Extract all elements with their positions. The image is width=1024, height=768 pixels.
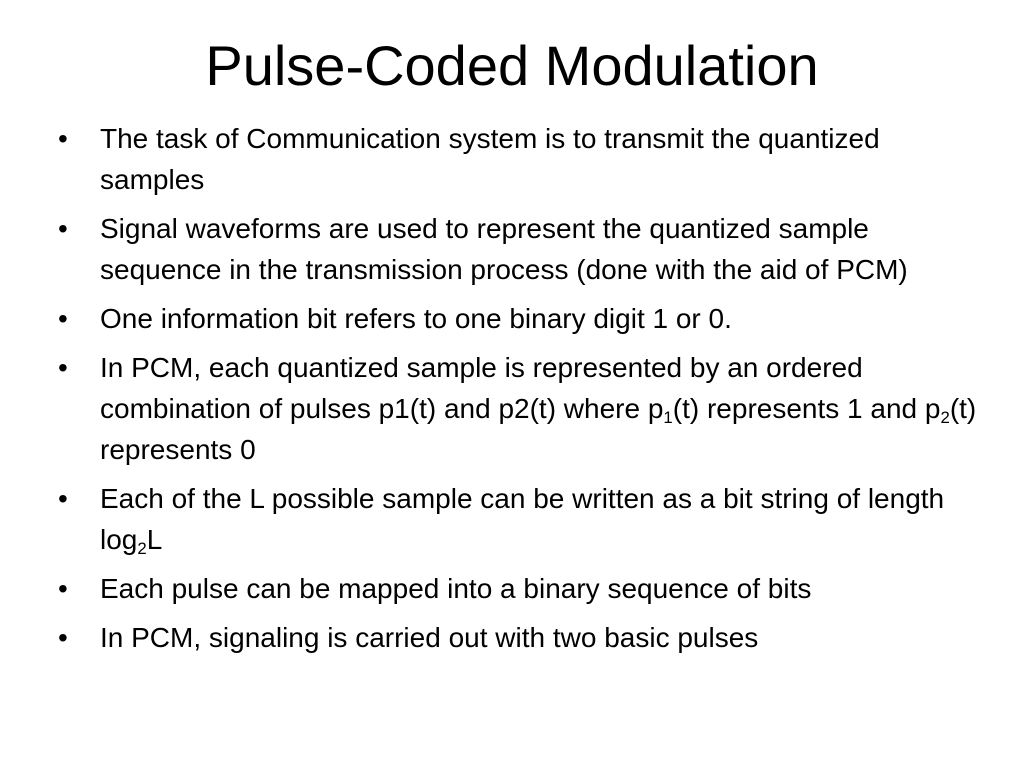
bullet-text: The task of Communication system is to t… xyxy=(100,123,880,195)
bullet-list: • The task of Communication system is to… xyxy=(58,118,978,666)
bullet-text: Signal waveforms are used to represent t… xyxy=(100,213,908,285)
slide-title: Pulse-Coded Modulation xyxy=(205,34,819,97)
bullet-text: In PCM, each quantized sample is represe… xyxy=(100,352,976,465)
bullet-item: • Signal waveforms are used to represent… xyxy=(58,208,978,290)
bullet-marker: • xyxy=(58,123,68,154)
bullet-item: • Each pulse can be mapped into a binary… xyxy=(58,568,978,609)
bullet-text-part: L xyxy=(146,524,163,555)
bullet-marker: • xyxy=(58,622,68,653)
bullet-item: • In PCM, signaling is carried out with … xyxy=(58,617,978,658)
bullet-text-part: In PCM, each quantized sample is represe… xyxy=(100,352,863,424)
bullet-item: • The task of Communication system is to… xyxy=(58,118,978,200)
bullet-marker: • xyxy=(58,213,68,244)
bullet-text: In PCM, signaling is carried out with tw… xyxy=(100,622,759,653)
bullet-item: • Each of the L possible sample can be w… xyxy=(58,478,978,560)
bullet-marker: • xyxy=(58,573,68,604)
bullet-text: Each pulse can be mapped into a binary s… xyxy=(100,573,812,604)
bullet-marker: • xyxy=(58,483,68,514)
bullet-text-part: (t) represents 1 and p xyxy=(672,393,941,424)
bullet-marker: • xyxy=(58,352,68,383)
bullet-item: • One information bit refers to one bina… xyxy=(58,298,978,339)
bullet-text: Each of the L possible sample can be wri… xyxy=(100,483,945,559)
subscript: 2 xyxy=(137,539,147,559)
bullet-marker: • xyxy=(58,303,68,334)
bullet-text-part: (t) represents 0 xyxy=(100,393,977,465)
bullet-text-part: Each of the L possible sample can be wri… xyxy=(100,483,945,555)
subscript: 1 xyxy=(663,408,673,428)
bullet-text: One information bit refers to one binary… xyxy=(100,303,732,334)
bullet-item: • In PCM, each quantized sample is repre… xyxy=(58,347,978,470)
subscript: 2 xyxy=(940,408,950,428)
